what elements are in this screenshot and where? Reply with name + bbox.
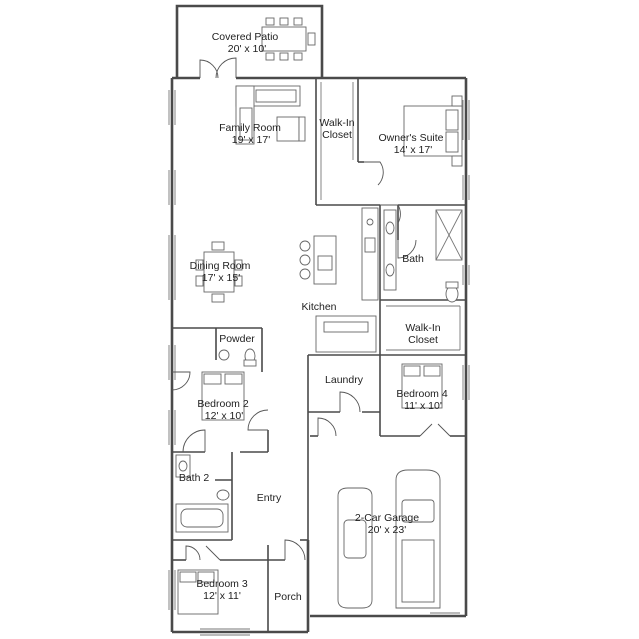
closet-shelf-icon xyxy=(320,82,354,200)
toilet-icon xyxy=(216,489,230,501)
owners-suite-name: Owner's Suite xyxy=(378,132,443,144)
kitchen-counter-icon xyxy=(315,207,379,353)
covered-patio-name: Covered Patio xyxy=(212,31,279,43)
truck-icon xyxy=(395,469,441,609)
bedroom-4-size: 11' x 10' xyxy=(404,400,442,412)
bath-2-name: Bath 2 xyxy=(179,472,210,484)
chair-icon xyxy=(276,116,306,142)
walk-in-closet-1-name: Closet xyxy=(322,129,352,141)
bedroom-3-size: 12' x 11' xyxy=(203,590,241,602)
bedroom-2-size: 12' x 10' xyxy=(205,410,243,422)
powder-name: Powder xyxy=(219,333,255,345)
room-labels: Covered Patio 20' x 10' Family Room 19' … xyxy=(179,31,448,603)
walk-in-closet-1-name: Walk-In xyxy=(319,117,354,129)
kitchen-name: Kitchen xyxy=(301,301,336,313)
bed-icon xyxy=(401,363,443,409)
dining-room-size: 17' x 15' xyxy=(202,272,240,284)
shower-icon xyxy=(435,209,463,261)
sofa-icon xyxy=(235,85,301,145)
vanity-icon xyxy=(175,454,191,478)
door-swings xyxy=(171,57,451,561)
bed-icon xyxy=(403,95,463,167)
closet-shelf-icon xyxy=(386,305,461,351)
laundry-name: Laundry xyxy=(325,374,364,386)
garage-size: 20' x 23' xyxy=(368,524,406,536)
walk-in-closet-2-name: Closet xyxy=(408,334,438,346)
bedroom-4-name: Bedroom 4 xyxy=(396,388,448,400)
bedroom-3-name: Bedroom 3 xyxy=(196,578,248,590)
porch-name: Porch xyxy=(274,591,302,603)
walk-in-closet-2-name: Walk-In xyxy=(405,322,440,334)
dining-room-name: Dining Room xyxy=(190,260,251,272)
bath-name: Bath xyxy=(402,253,424,265)
bathtub-icon xyxy=(175,503,229,533)
windows xyxy=(168,90,470,636)
garage-name: 2-Car Garage xyxy=(355,512,419,524)
entry-name: Entry xyxy=(257,492,282,504)
patio-table-icon xyxy=(261,17,316,61)
family-room-name: Family Room xyxy=(219,122,281,134)
family-room-size: 19' x 17' xyxy=(232,134,270,146)
toilet-icon xyxy=(445,281,459,303)
bed-icon xyxy=(201,371,245,421)
owners-suite-size: 14' x 17' xyxy=(394,144,432,156)
bed-icon xyxy=(177,569,219,615)
kitchen-island-icon xyxy=(299,235,337,285)
vanity-icon xyxy=(383,209,397,291)
bedroom-2-name: Bedroom 2 xyxy=(197,398,249,410)
interior-walls xyxy=(172,78,466,632)
toilet-icon xyxy=(218,348,257,367)
car-icon xyxy=(337,487,373,609)
covered-patio-size: 20' x 10' xyxy=(228,43,266,55)
dining-table-icon xyxy=(195,241,243,303)
